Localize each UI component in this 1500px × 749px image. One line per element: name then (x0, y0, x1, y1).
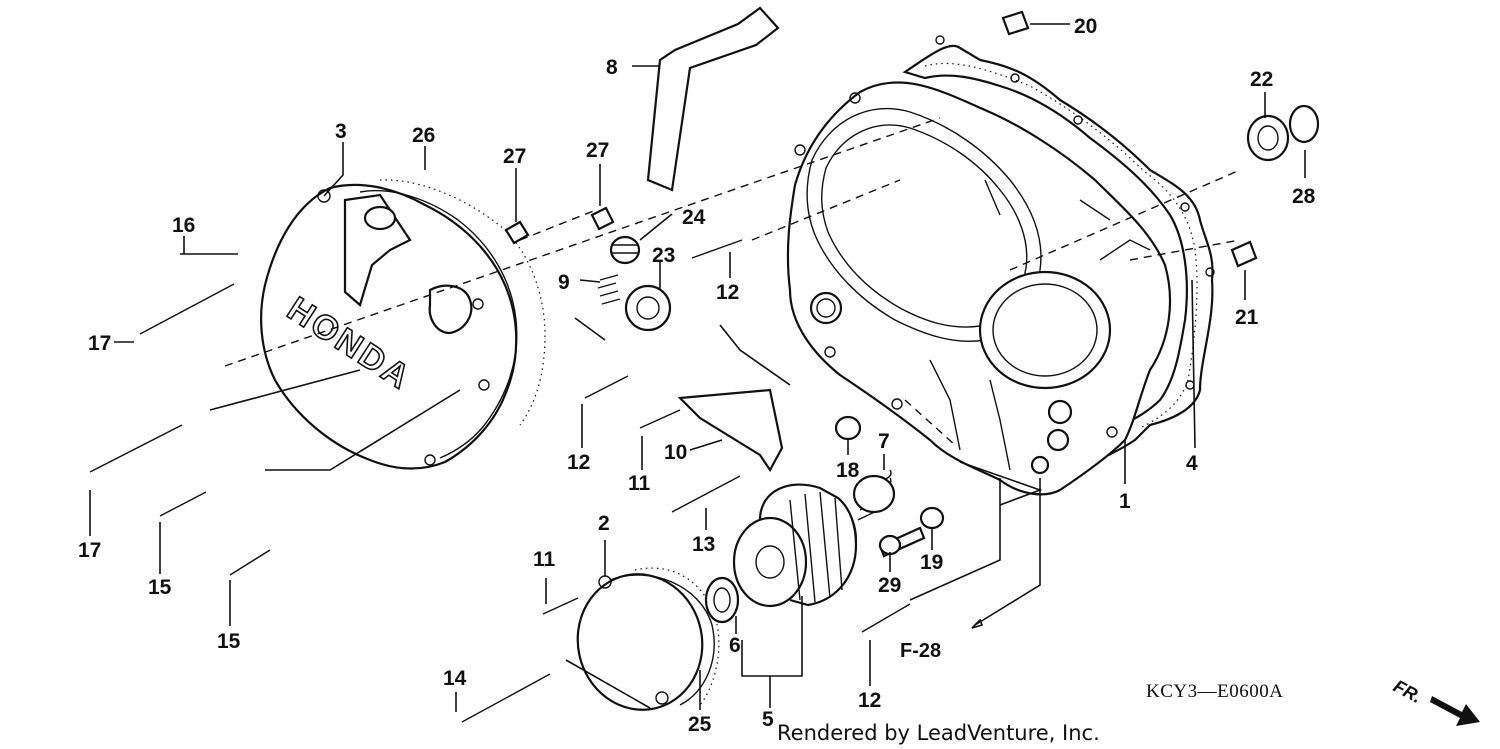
callout-23: 23 (652, 244, 675, 267)
callouts: 20 8 22 3 26 27 27 28 16 24 23 9 12 21 1… (78, 15, 1316, 736)
small-parts (89, 6, 1320, 723)
callout-15a: 15 (148, 576, 172, 599)
callout-17a: 17 (88, 332, 111, 355)
svg-text:FR.: FR. (1390, 676, 1425, 707)
callout-13: 13 (692, 533, 715, 556)
reference-label: F-28 (900, 640, 941, 662)
callout-11a: 11 (628, 472, 651, 495)
callout-2: 2 (598, 512, 610, 535)
callout-5: 5 (762, 708, 774, 731)
callout-6: 6 (729, 634, 741, 657)
right-crankcase-cover (786, 35, 1215, 496)
render-credit: Rendered by LeadVenture, Inc. (777, 721, 1100, 745)
callout-15b: 15 (217, 630, 241, 653)
callout-8: 8 (606, 56, 618, 79)
callout-27a: 27 (503, 145, 526, 168)
diagram-code: KCY3—E0600A (1146, 681, 1283, 702)
callout-7: 7 (878, 430, 890, 453)
callout-4: 4 (1186, 452, 1198, 475)
callout-27b: 27 (586, 139, 609, 162)
callout-14: 14 (443, 667, 467, 690)
callout-9: 9 (558, 271, 570, 294)
callout-24: 24 (682, 206, 706, 229)
callout-28: 28 (1292, 185, 1316, 208)
front-direction-marker: FR. (1390, 676, 1480, 726)
oil-filter (732, 483, 858, 608)
callout-19: 19 (920, 551, 943, 574)
callout-12b: 12 (567, 451, 590, 474)
callout-10: 10 (664, 441, 687, 464)
callout-26: 26 (412, 124, 435, 147)
callout-22: 22 (1250, 68, 1273, 91)
callout-17b: 17 (78, 539, 101, 562)
leader-lines (89, 23, 1306, 712)
callout-21: 21 (1235, 306, 1259, 329)
callout-3: 3 (335, 120, 347, 143)
clutch-cover: HONDA (260, 179, 546, 470)
oil-filter-cap (576, 567, 720, 711)
callout-1: 1 (1119, 490, 1131, 513)
callout-20: 20 (1074, 15, 1097, 38)
callout-16: 16 (172, 214, 195, 237)
callout-12a: 12 (716, 281, 739, 304)
callout-25: 25 (688, 713, 712, 736)
callout-18: 18 (836, 459, 860, 482)
callout-29: 29 (878, 574, 901, 597)
callout-12c: 12 (858, 689, 881, 712)
callout-11b: 11 (533, 548, 556, 571)
